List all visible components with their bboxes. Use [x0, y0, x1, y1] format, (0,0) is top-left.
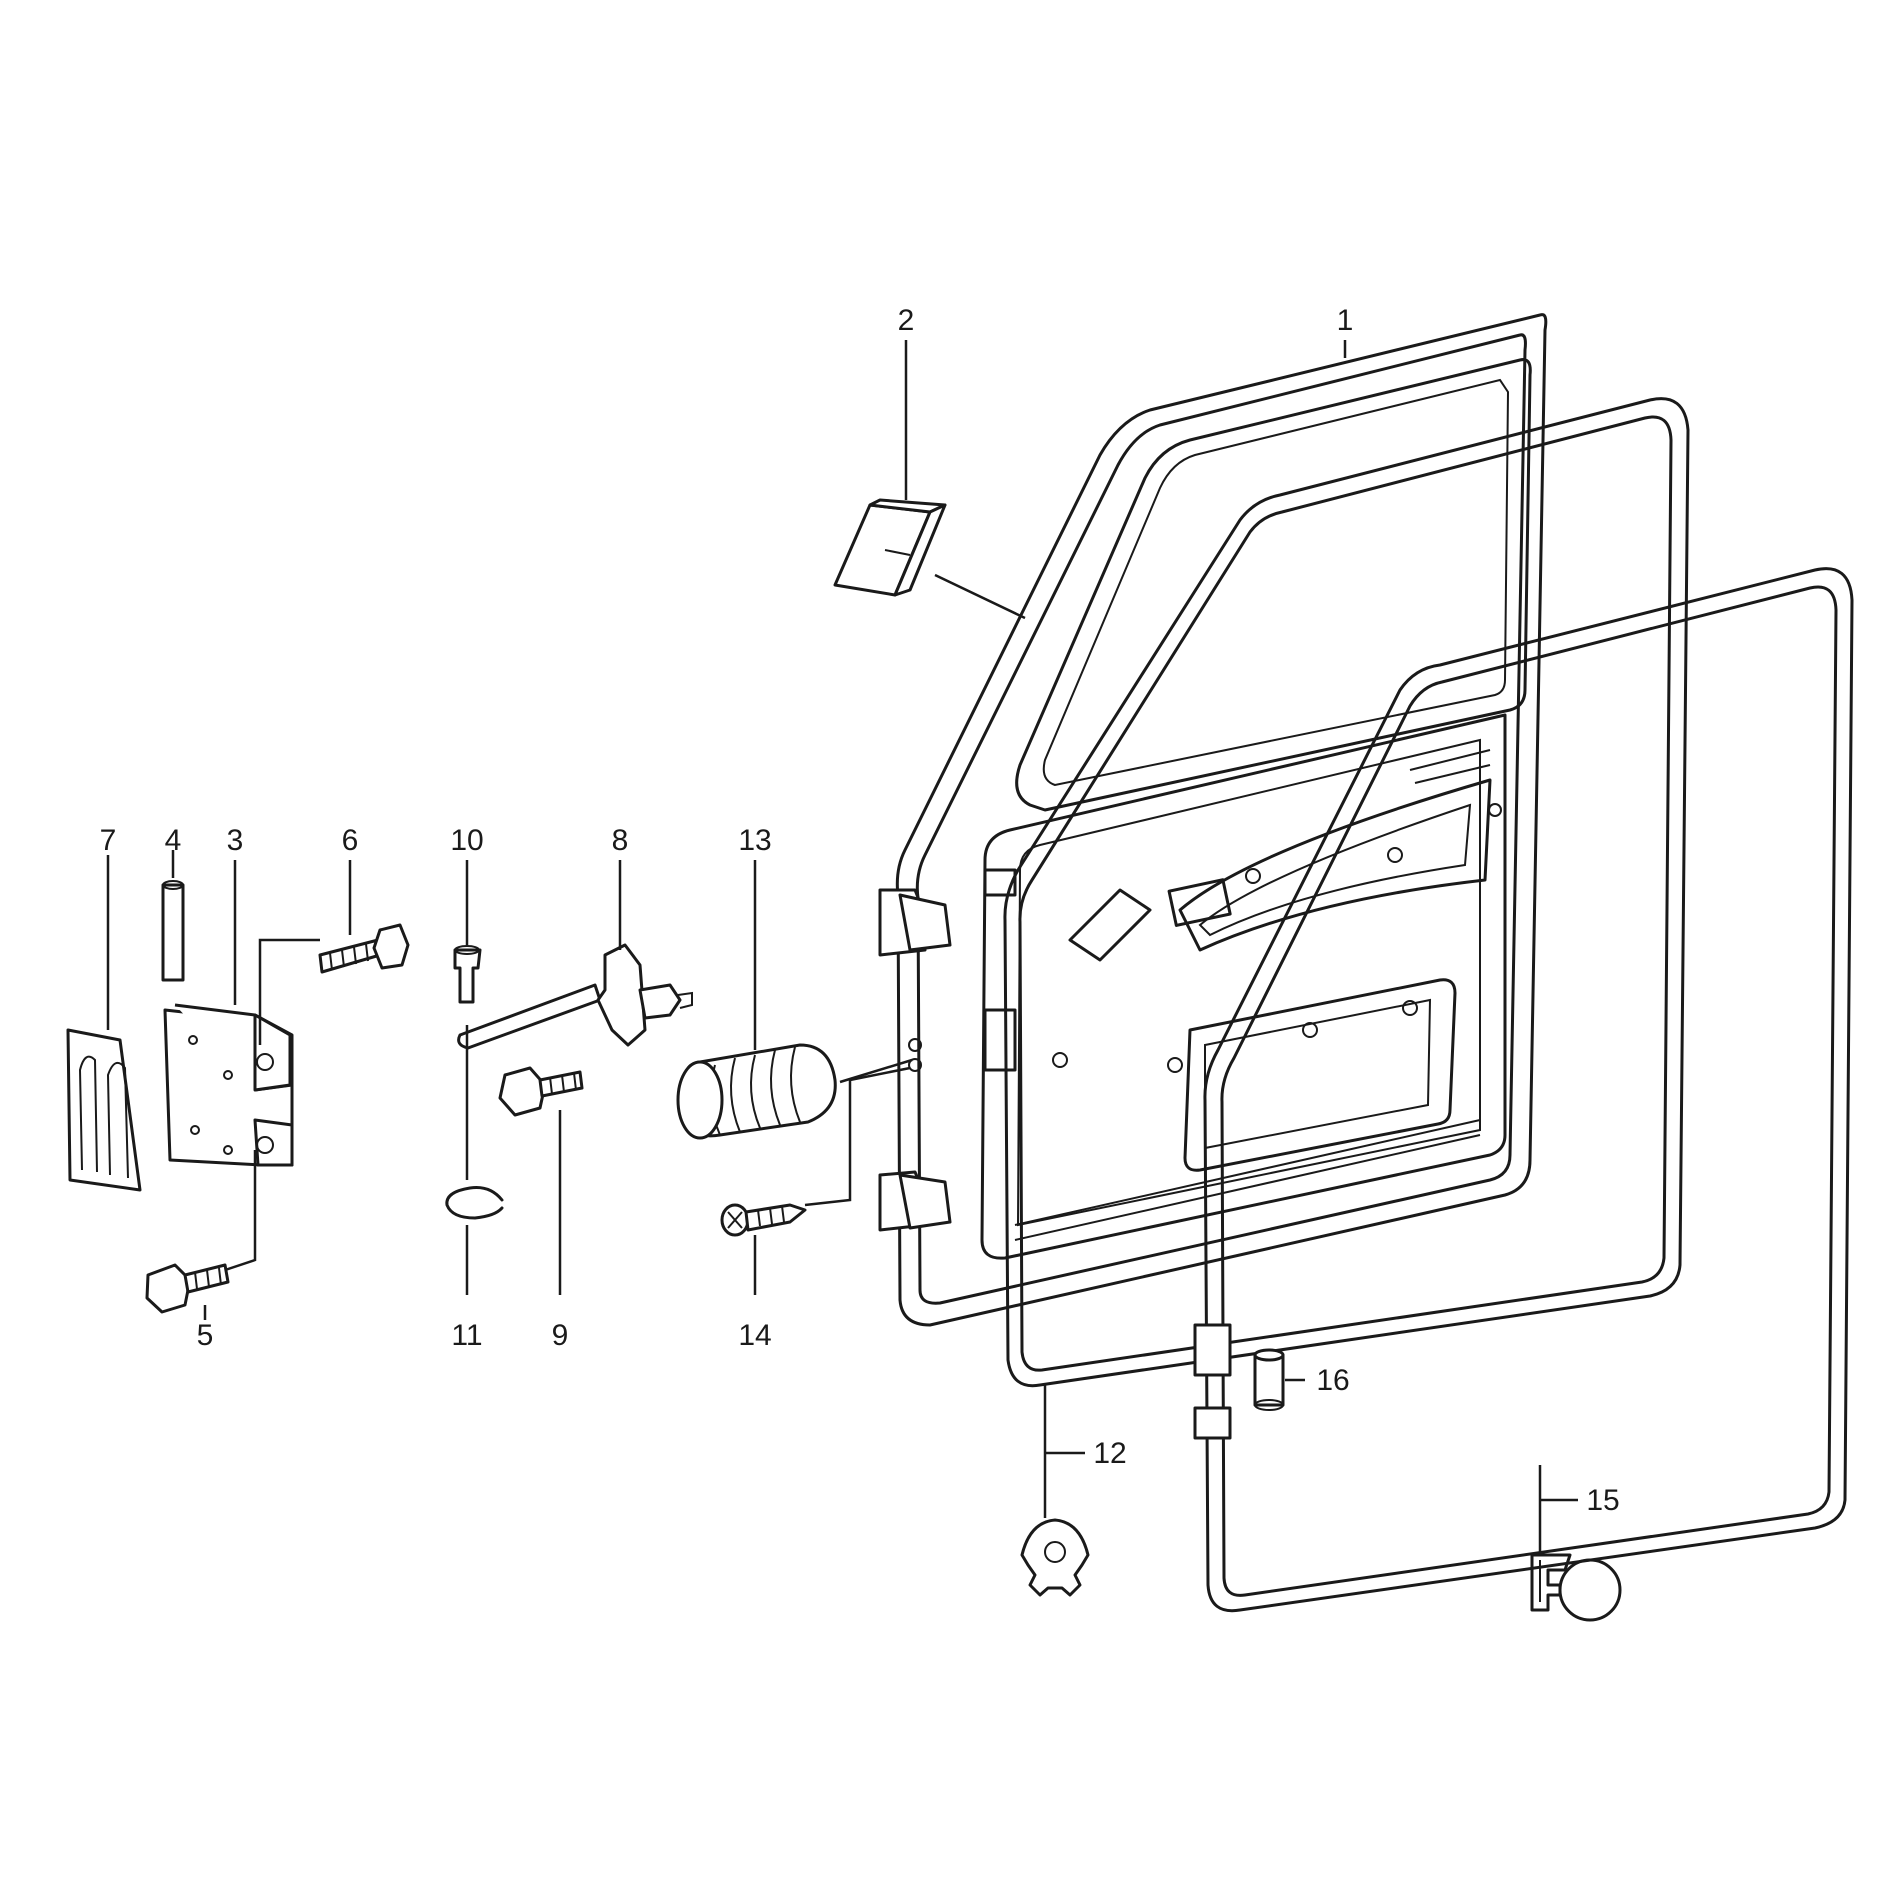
door-check-strap: [457, 943, 693, 1050]
callout-12: 12: [1093, 1437, 1126, 1470]
callout-1: 1: [1337, 304, 1354, 337]
shim-plate: [66, 1028, 142, 1192]
callout-6: 6: [342, 824, 359, 857]
hinge-bolt-upper: [318, 923, 410, 974]
hinge-bolt-lower: [145, 1263, 230, 1314]
check-bolt: [498, 1066, 584, 1117]
clip-profile: [1020, 1518, 1090, 1597]
callout-3: 3: [227, 824, 244, 857]
callout-4: 4: [165, 824, 182, 857]
callout-13: 13: [738, 824, 771, 857]
callout-10: 10: [450, 824, 483, 857]
outer-seal: [1193, 567, 1854, 1613]
screw: [720, 1203, 807, 1237]
rubber-boot: [676, 1043, 837, 1140]
inner-seal: [1003, 397, 1690, 1388]
callout-9: 9: [552, 1319, 569, 1352]
callout-14: 14: [738, 1319, 771, 1352]
callout-16: 16: [1316, 1364, 1349, 1397]
callout-2: 2: [898, 304, 915, 337]
seal-profile: [1530, 1553, 1622, 1622]
spacer: [1253, 1348, 1285, 1411]
callout-11: 11: [451, 1319, 482, 1352]
leader-lines: [106, 340, 1578, 1555]
callout-5: 5: [197, 1319, 214, 1352]
callout-15: 15: [1586, 1484, 1619, 1517]
callout-labels: 1 2 3 4 5 6 7 8 9 10 11 12 13 14 15 16: [100, 304, 1620, 1517]
check-pin: [453, 945, 482, 1004]
hinge-assembly: [161, 880, 294, 1167]
retaining-clip: [445, 1186, 504, 1220]
bumper-block: [833, 498, 947, 597]
door-shell: [878, 313, 1548, 1327]
callout-8: 8: [612, 824, 629, 857]
callout-7: 7: [100, 824, 117, 857]
